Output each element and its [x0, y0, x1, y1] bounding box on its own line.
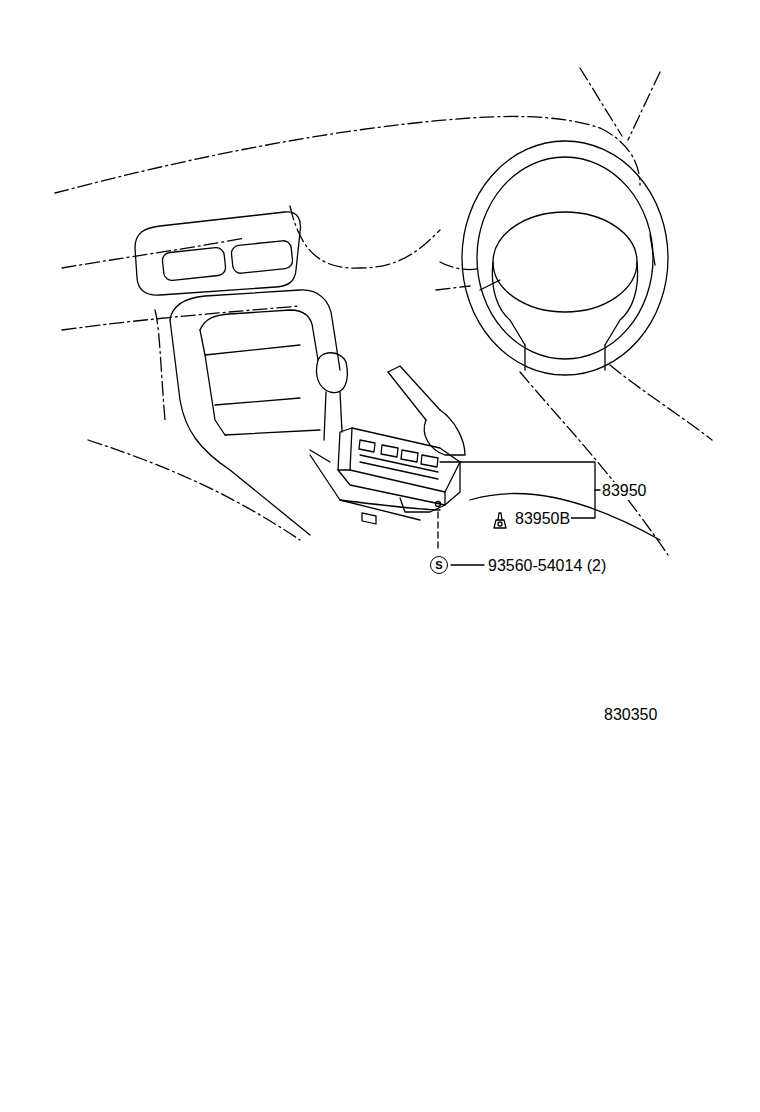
clip	[494, 513, 506, 528]
air-vents	[135, 212, 300, 295]
center-console	[170, 290, 660, 540]
part-number: 93560-54014 (2)	[487, 557, 607, 575]
leader-lines	[438, 462, 600, 565]
parking-brake-lever	[388, 366, 465, 455]
vehicle-outline	[55, 68, 712, 555]
power-window-switch	[338, 428, 460, 524]
part-number: 83950B	[514, 510, 571, 528]
symbol-circle: S	[430, 556, 448, 574]
symbol-letter: S	[435, 560, 442, 571]
shift-lever	[310, 353, 347, 462]
part-number: 83950	[601, 482, 648, 500]
steering-wheel	[462, 141, 668, 375]
figure-number: 830350	[603, 706, 658, 724]
